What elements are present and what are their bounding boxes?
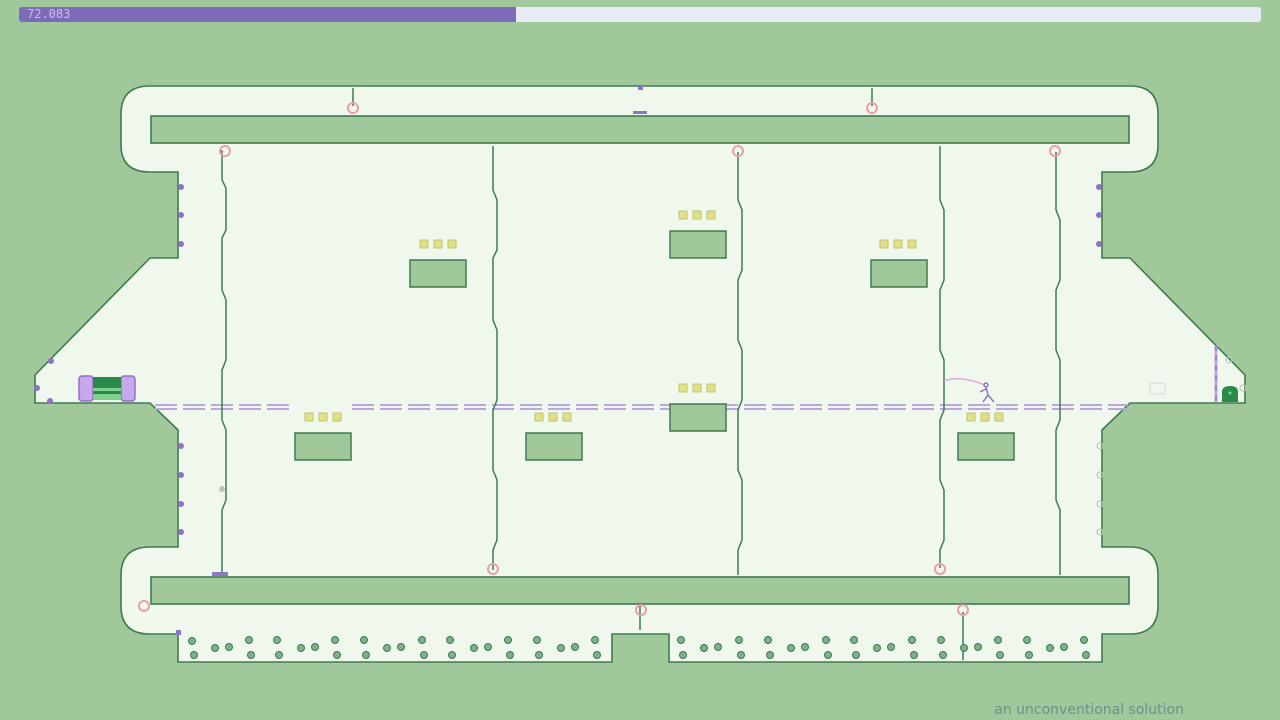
time-remaining-fill xyxy=(19,7,516,22)
mine-icon xyxy=(178,472,184,478)
mine-icon xyxy=(1096,212,1102,218)
gold-icon xyxy=(678,383,688,393)
mine-icon xyxy=(178,529,184,535)
launchpad-icon xyxy=(219,145,231,157)
launchpad-icon xyxy=(934,563,946,575)
launchpad-icon xyxy=(487,563,499,575)
mine-icon xyxy=(47,398,53,404)
gold-icon xyxy=(966,412,976,422)
mine-icon xyxy=(48,358,54,364)
floating-blocks xyxy=(294,230,1015,461)
ninja-icon xyxy=(943,378,995,403)
mine-icon xyxy=(178,184,184,190)
exit-switch-icon xyxy=(1149,382,1166,395)
mines xyxy=(34,184,1102,535)
launchpad-icon xyxy=(347,102,359,114)
launchpad-icon xyxy=(138,600,150,612)
mine-icon xyxy=(178,241,184,247)
level-floor xyxy=(34,85,1246,663)
toggle-mines xyxy=(1096,356,1247,536)
launchpad-icon xyxy=(635,604,647,616)
gold-icon xyxy=(304,412,314,422)
bottom-dots xyxy=(188,636,1090,659)
vertical-walls xyxy=(221,88,1061,660)
exit-door-icon xyxy=(1222,386,1238,402)
top-bar-block xyxy=(150,115,1130,144)
mine-icon xyxy=(178,443,184,449)
mine-icon xyxy=(1096,184,1102,190)
launchpad-icon xyxy=(1049,145,1061,157)
gold-icon xyxy=(419,239,429,249)
gold-pieces xyxy=(304,210,1004,422)
level-caption: an unconventional solution xyxy=(994,702,1184,718)
launchpad-icon xyxy=(866,102,878,114)
time-remaining-value: 72.083 xyxy=(27,7,71,21)
mine-icon xyxy=(178,501,184,507)
drone-launcher-icon xyxy=(78,375,136,402)
mine-icon xyxy=(34,385,40,391)
gold-icon xyxy=(879,239,889,249)
bottom-bar-block xyxy=(150,576,1130,605)
gold-icon xyxy=(534,412,544,422)
mine-icon xyxy=(1096,241,1102,247)
launchpads xyxy=(138,102,1061,616)
gold-icon xyxy=(678,210,688,220)
launchpad-icon xyxy=(732,145,744,157)
mine-icon xyxy=(178,212,184,218)
time-remaining-bar: 72.083 xyxy=(19,7,1261,22)
launchpad-icon xyxy=(957,604,969,616)
one-way-platforms xyxy=(155,404,1128,410)
